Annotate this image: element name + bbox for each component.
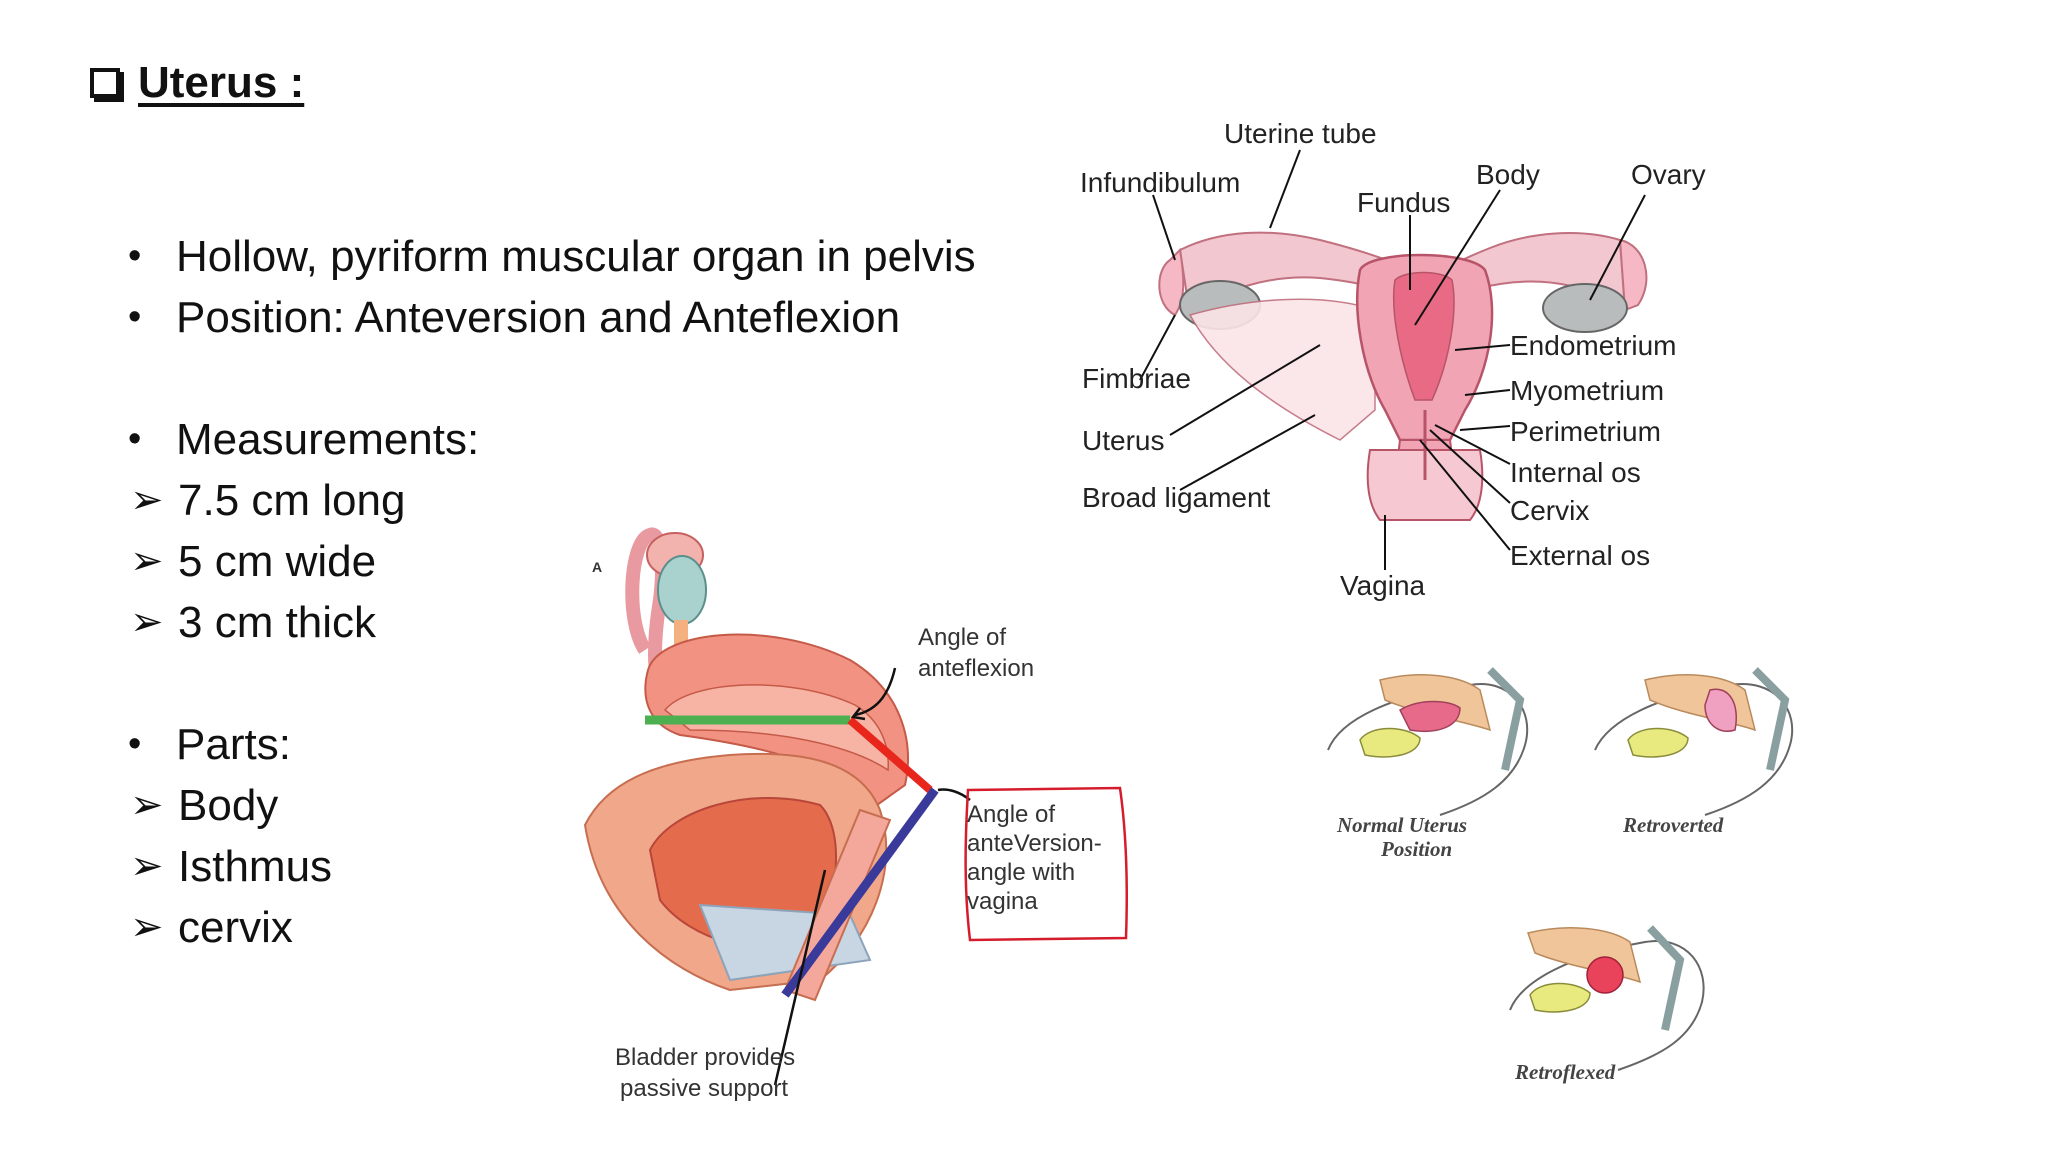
bullet-list: • Hollow, pyriform muscular organ in pelv… (128, 226, 976, 958)
anteversion-label-line4: vagina (967, 888, 1038, 915)
label-uterus: Uterus (1082, 425, 1164, 456)
list-item: ➢ 3 cm thick (128, 592, 976, 653)
anteflexion-label-line1: Angle of (918, 624, 1006, 651)
list-item: • Parts: (128, 714, 976, 775)
retroflexed-figure: Retroflexed (1509, 925, 1705, 1084)
uterine-positions-diagram: Normal Uterus Position Retroverted Retro… (1327, 667, 1794, 1084)
label-broad-ligament: Broad ligament (1082, 482, 1271, 513)
anteversion-label-line1: Angle of (967, 801, 1055, 828)
retroflexed-caption: Retroflexed (1514, 1060, 1616, 1084)
label-fundus: Fundus (1357, 187, 1450, 218)
list-item-text: Position: Anteversion and Anteflexion (176, 293, 901, 342)
label-external-os: External os (1510, 540, 1650, 571)
bladder-label-line2: passive support (620, 1075, 788, 1102)
bladder-label-line1: Bladder provides (615, 1044, 795, 1071)
anteversion-label-line2: anteVersion- (967, 830, 1102, 857)
list-item: ➢ Body (128, 775, 976, 836)
label-ovary: Ovary (1631, 159, 1706, 190)
label-endometrium: Endometrium (1510, 330, 1677, 361)
list-item-text: Hollow, pyriform muscular organ in pelvi… (176, 232, 976, 281)
label-infundibulum: Infundibulum (1080, 167, 1240, 198)
slide-title: Uterus : (90, 58, 304, 108)
label-myometrium: Myometrium (1510, 375, 1664, 406)
list-item-text: Isthmus (178, 842, 333, 891)
label-vagina: Vagina (1340, 570, 1426, 601)
list-item: ➢ 5 cm wide (128, 531, 976, 592)
bullet-dot-icon: • (128, 296, 142, 338)
anteversion-label-line3: angle with (967, 859, 1075, 886)
label-uterine-tube: Uterine tube (1224, 118, 1377, 149)
normal-position-caption-line2: Position (1380, 837, 1452, 861)
arrow-bullet-icon: ➢ (130, 600, 164, 644)
list-item: • Position: Anteversion and Anteflexion (128, 287, 976, 348)
arrow-bullet-icon: ➢ (130, 844, 164, 888)
uterus-anatomy-diagram: Uterine tube Infundibulum Fundus Body Ov… (1080, 118, 1706, 601)
list-item: ➢ Isthmus (128, 836, 976, 897)
list-item-text: 5 cm wide (178, 537, 377, 586)
arrow-bullet-icon: ➢ (130, 478, 164, 522)
bullet-dot-icon: • (128, 235, 142, 277)
anteflexion-anteversion-diagram: A Angle of anteflexion Angle of anteVers… (583, 527, 1128, 1102)
list-item-text: 7.5 cm long (178, 476, 406, 525)
retroverted-figure: Retroverted (1594, 667, 1794, 837)
label-perimetrium: Perimetrium (1510, 416, 1661, 447)
label-fimbriae: Fimbriae (1082, 363, 1191, 394)
label-internal-os: Internal os (1510, 457, 1641, 488)
checkbox-bullet-icon (90, 68, 120, 98)
list-item: ➢ 7.5 cm long (128, 470, 976, 531)
slide-title-text: Uterus : (138, 58, 305, 107)
list-item-text: Body (178, 781, 279, 830)
bullet-dot-icon: • (128, 723, 142, 765)
list-item-text: Measurements: (176, 415, 480, 464)
list-item-text: cervix (178, 903, 293, 952)
retroverted-caption: Retroverted (1622, 813, 1724, 837)
panel-letter: A (592, 559, 602, 575)
list-item-text: 3 cm thick (178, 598, 377, 647)
list-item: ➢ cervix (128, 897, 976, 958)
arrow-bullet-icon: ➢ (130, 539, 164, 583)
list-item: • Measurements: (128, 409, 976, 470)
arrow-bullet-icon: ➢ (130, 783, 164, 827)
normal-position-caption-line1: Normal Uterus (1336, 813, 1467, 837)
list-item: • Hollow, pyriform muscular organ in pelv… (128, 226, 976, 287)
list-gap (128, 348, 976, 409)
normal-position-figure: Normal Uterus Position (1327, 667, 1529, 861)
list-item-text: Parts: (176, 720, 291, 769)
arrow-bullet-icon: ➢ (130, 905, 164, 949)
anteflexion-label-line2: anteflexion (918, 655, 1034, 682)
label-body: Body (1476, 159, 1540, 190)
bullet-dot-icon: • (128, 418, 142, 460)
label-cervix: Cervix (1510, 495, 1589, 526)
